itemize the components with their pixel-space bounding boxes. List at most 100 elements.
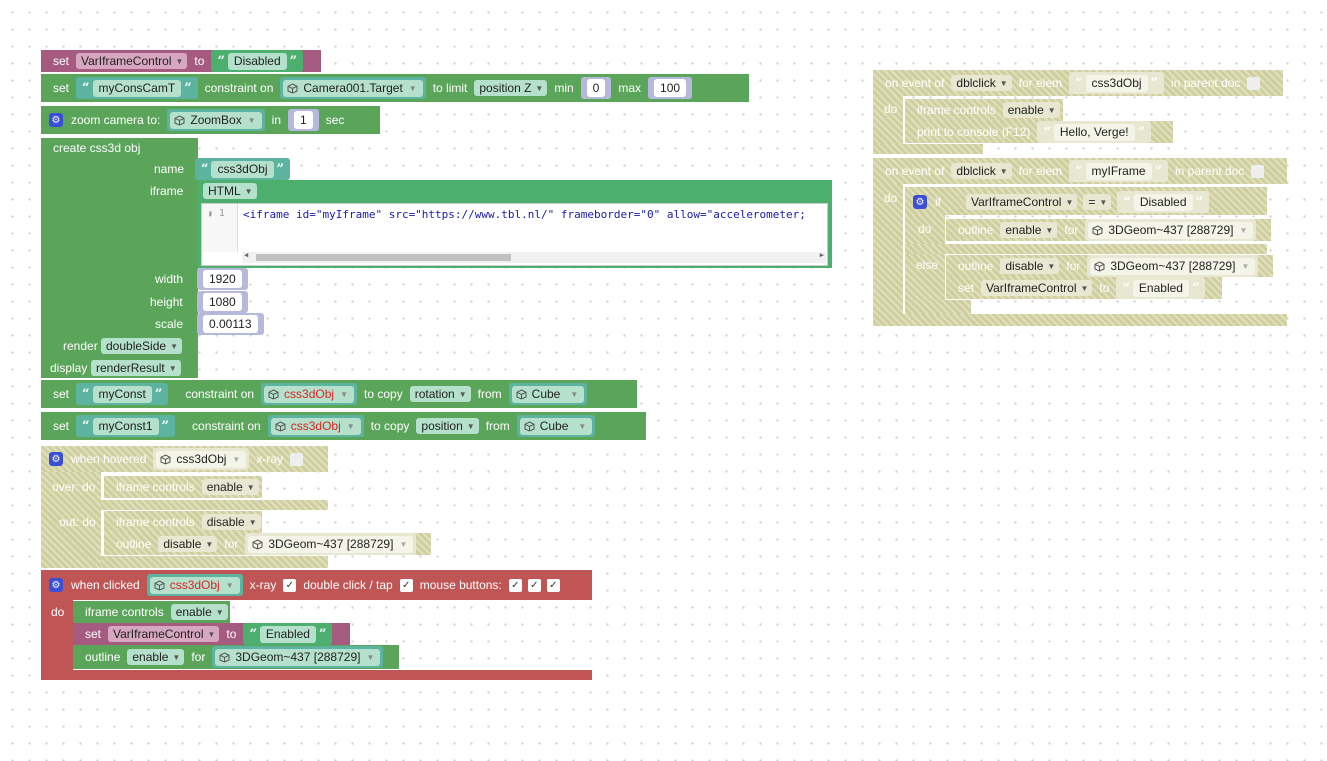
horizontal-scrollbar[interactable]: ◀ ▶ <box>242 251 826 263</box>
copy-mode-dropdown[interactable]: rotation▼ <box>409 386 471 402</box>
event-dropdown[interactable]: dblclick▼ <box>951 163 1012 179</box>
object-block[interactable]: css3dObj▼ <box>267 415 364 437</box>
set-var-block[interactable]: set VarIframeControl▼ to “Disabled” <box>41 50 321 72</box>
value-string-block[interactable]: “Disabled” <box>1117 191 1210 213</box>
string-value[interactable]: Enabled <box>259 625 316 643</box>
message-string-block[interactable]: “Hello, Verge!” <box>1037 121 1152 143</box>
min-value[interactable]: 0 <box>586 79 606 97</box>
string-value[interactable]: Disabled <box>227 52 287 70</box>
name-string-block[interactable]: “css3dObj” <box>195 158 290 180</box>
geometry-block[interactable]: 3DGeom~437 [288729]▼ <box>1085 219 1257 241</box>
event-dropdown[interactable]: dblclick▼ <box>951 75 1012 91</box>
outline-block-else[interactable]: outline disable▼ for 3DGeom~437 [288729]… <box>946 255 1273 277</box>
elem-value[interactable]: css3dObj <box>1085 74 1148 92</box>
display-dropdown[interactable]: renderResult▼ <box>91 360 181 376</box>
code-line[interactable]: <iframe id="myIframe" src="https://www.t… <box>243 208 806 221</box>
constraint-name-block[interactable]: “myConst” <box>76 383 169 405</box>
print-block[interactable]: print to console (F12) “Hello, Verge!” <box>905 121 1173 143</box>
max-number-block[interactable]: 100 <box>648 77 693 99</box>
compare-value[interactable]: Disabled <box>1133 193 1193 211</box>
gear-icon[interactable]: ⚙ <box>49 113 63 127</box>
scroll-left-icon[interactable]: ◀ <box>244 251 249 259</box>
when-clicked-block[interactable] <box>41 570 592 600</box>
string-value[interactable]: Enabled <box>1132 279 1189 297</box>
gear-icon[interactable]: ⚙ <box>49 578 63 592</box>
object-block[interactable]: css3dObj▼ <box>146 574 243 596</box>
variable-dropdown[interactable]: VarIframeControl▼ <box>108 626 220 642</box>
source-block[interactable]: Cube▼ <box>508 383 588 405</box>
source-block[interactable]: Cube▼ <box>516 415 596 437</box>
duration-value[interactable]: 1 <box>294 111 313 129</box>
outline-block[interactable]: outline disable▼ for 3DGeom~437 [288729]… <box>104 533 431 555</box>
xray-checkbox[interactable] <box>290 452 304 466</box>
constraint-limit-block[interactable]: set “myConsCamT” constraint on Camera001… <box>41 74 749 102</box>
compare-block[interactable]: VarIframeControl▼ =▼ “Disabled” <box>959 191 1217 213</box>
geometry-block[interactable]: 3DGeom~437 [288729]▼ <box>1087 255 1259 277</box>
variable-dropdown[interactable]: VarIframeControl▼ <box>981 280 1093 296</box>
limit-mode-dropdown[interactable]: position Z▼ <box>474 80 548 96</box>
action-dropdown[interactable]: enable▼ <box>170 604 228 620</box>
iframe-controls-block[interactable]: iframe controls enable▼ <box>73 601 230 623</box>
variable-dropdown[interactable]: VarIframeControl▼ <box>966 194 1078 210</box>
set-var-block-else[interactable]: set VarIframeControl▼ to “Enabled” <box>946 277 1222 299</box>
action-dropdown[interactable]: enable▼ <box>1002 102 1060 118</box>
iframe-controls-block[interactable]: iframe controls enable▼ <box>905 99 1063 121</box>
string-block[interactable]: “Enabled” <box>243 623 333 645</box>
geometry-block[interactable]: 3DGeom~437 [288729]▼ <box>212 646 384 668</box>
elem-string-block[interactable]: “myIFrame” <box>1069 160 1168 182</box>
outline-block[interactable]: outline enable▼ for 3DGeom~437 [288729]▼ <box>946 219 1271 241</box>
scale-number-block[interactable]: 0.00113 <box>197 313 264 335</box>
gear-icon[interactable]: ⚙ <box>913 195 927 209</box>
min-number-block[interactable]: 0 <box>580 77 612 99</box>
outline-dropdown[interactable]: enable▼ <box>127 649 185 665</box>
outline-block-2[interactable]: outline enable▼ for 3DGeom~437 [288729]▼ <box>73 645 399 669</box>
object-block[interactable]: ZoomBox▼ <box>167 109 265 131</box>
scroll-right-icon[interactable]: ▶ <box>819 251 824 259</box>
copy-mode-dropdown[interactable]: position▼ <box>416 418 479 434</box>
geometry-block[interactable]: 3DGeom~437 [288729]▼ <box>245 533 417 555</box>
constraint-name-block[interactable]: “myConsCamT” <box>76 77 198 99</box>
scale-value[interactable]: 0.00113 <box>203 315 258 333</box>
max-value[interactable]: 100 <box>654 79 687 97</box>
iframe-mode-dropdown[interactable]: HTML▼ <box>203 183 257 199</box>
string-block[interactable]: “Enabled” <box>1116 277 1206 299</box>
duration-number-block[interactable]: 1 <box>288 109 319 131</box>
xray-checkbox[interactable]: ✓ <box>283 578 297 592</box>
outline-dropdown[interactable]: enable▼ <box>1000 222 1058 238</box>
outline-dropdown[interactable]: disable▼ <box>1000 258 1060 274</box>
height-number-block[interactable]: 1080 <box>197 291 248 313</box>
zoom-camera-block[interactable]: ⚙ zoom camera to: ZoomBox▼ in 1 sec <box>41 106 380 134</box>
gear-icon[interactable]: ⚙ <box>49 452 63 466</box>
object-block[interactable]: css3dObj▼ <box>261 383 357 405</box>
in-parent-checkbox[interactable] <box>1251 164 1265 178</box>
elem-value[interactable]: myIFrame <box>1085 162 1152 180</box>
constraint-copy-block-2[interactable]: set “myConst1” constraint on css3dObj▼ t… <box>41 412 646 440</box>
constraint-name[interactable]: myConsCamT <box>92 79 182 97</box>
out-action-block[interactable]: iframe controls disable▼ <box>104 511 262 533</box>
constraint-name-block[interactable]: “myConst1” <box>76 415 176 437</box>
string-block[interactable]: “Disabled” <box>211 50 304 72</box>
operator-dropdown[interactable]: =▼ <box>1083 194 1112 210</box>
action-dropdown[interactable]: disable▼ <box>201 514 261 530</box>
variable-dropdown[interactable]: VarIframeControl▼ <box>76 53 188 69</box>
double-click-checkbox[interactable]: ✓ <box>399 578 413 592</box>
object-block[interactable]: css3dObj▼ <box>153 448 250 470</box>
render-dropdown[interactable]: doubleSide▼ <box>101 338 182 354</box>
mouse-left-checkbox[interactable]: ✓ <box>508 578 522 592</box>
constraint-copy-block[interactable]: set “myConst” constraint on css3dObj▼ to… <box>41 380 637 408</box>
mouse-right-checkbox[interactable]: ✓ <box>546 578 560 592</box>
object-block[interactable]: Camera001.Target▼ <box>280 77 426 99</box>
set-var-block-2[interactable]: set VarIframeControl▼ to “Enabled” <box>73 623 350 645</box>
in-parent-checkbox[interactable] <box>1247 76 1261 90</box>
action-dropdown[interactable]: enable▼ <box>201 479 259 495</box>
width-number-block[interactable]: 1920 <box>197 268 248 290</box>
elem-string-block[interactable]: “css3dObj” <box>1069 72 1165 94</box>
message-value[interactable]: Hello, Verge! <box>1053 123 1135 141</box>
scrollbar-thumb[interactable] <box>256 254 511 261</box>
constraint-name[interactable]: myConst1 <box>92 417 159 435</box>
over-action-block[interactable]: iframe controls enable▼ <box>104 476 262 498</box>
width-value[interactable]: 1920 <box>203 270 242 288</box>
height-value[interactable]: 1080 <box>203 293 242 311</box>
mouse-middle-checkbox[interactable]: ✓ <box>527 578 541 592</box>
code-editor[interactable]: ▮ 1 <iframe id="myIframe" src="https://w… <box>201 203 828 266</box>
